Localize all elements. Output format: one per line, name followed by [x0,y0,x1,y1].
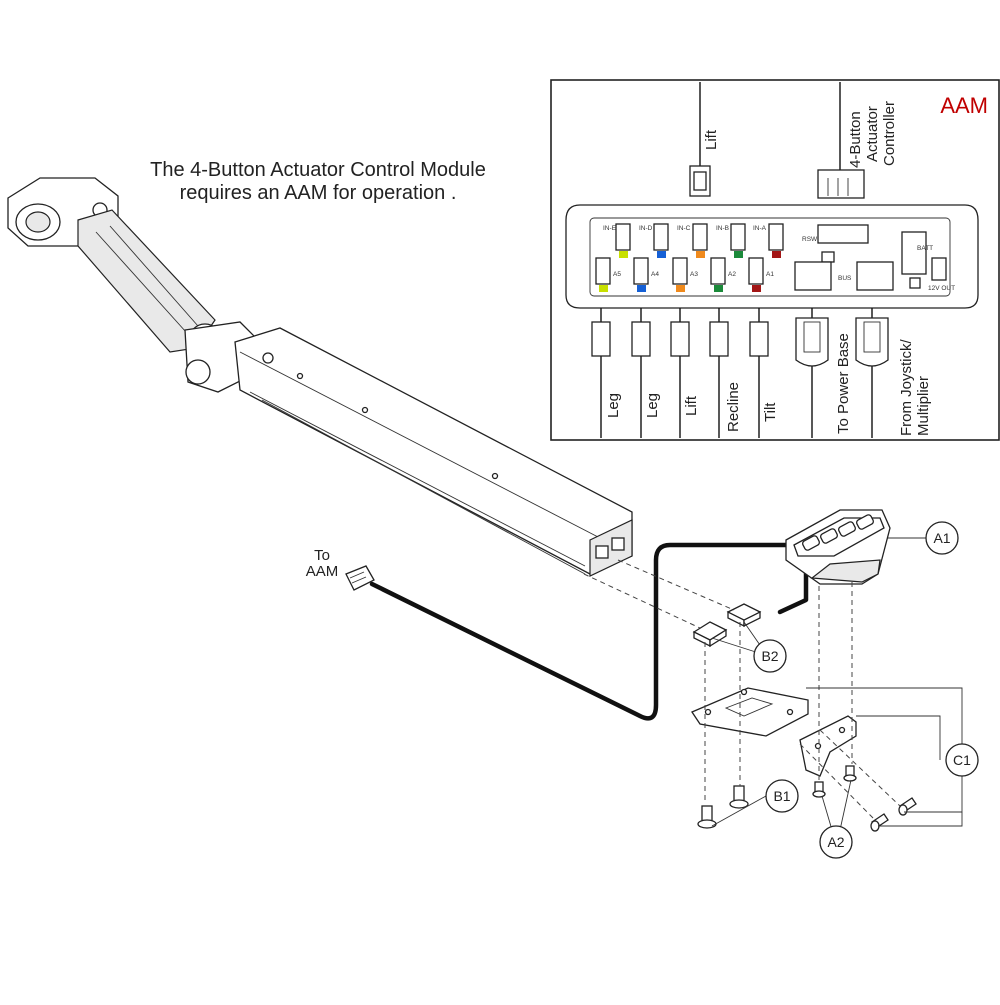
aam-output-multiplier: Multiplier [915,376,932,436]
aam-output-from-joystick: From Joystick/ [898,338,915,436]
port-label-a1: A1 [766,271,774,278]
aux-label-12v-out: 12V OUT [928,285,955,292]
note-line-2: requires an AAM for operation . [180,182,457,204]
aam-input-lift: Lift [703,129,720,150]
aam-bottom-ports: A5 A4 A3 A2 A1 [595,257,774,292]
aux-label-bus: BUS [838,275,852,282]
port-label-a2: A2 [728,271,736,278]
aam-output-lift: Lift [683,395,700,416]
mounting-arm [7,177,633,577]
callout-b2-text: B2 [761,648,778,664]
callout-a1: A1 [925,521,959,555]
note-line-1: The 4-Button Actuator Control Module [150,159,486,181]
callout-c1: C1 [945,743,979,777]
callout-c1-text: C1 [953,752,971,768]
aam-output-leads [591,308,889,438]
aam-input-controller: Controller [881,101,898,166]
aam-output-leg-2: Leg [644,393,661,418]
aux-label-batt: BATT [917,245,933,252]
aam-output-tilt: Tilt [762,402,779,422]
port-label-a4: A4 [651,271,659,278]
callout-a1-text: A1 [933,530,950,546]
alignment-lines [583,559,901,821]
callout-b2: B2 [753,639,787,673]
aam-output-recline: Recline [725,382,742,432]
four-button-module [785,509,891,585]
port-label-in-b: IN-B [716,225,729,232]
callout-a2: A2 [819,825,853,859]
cable-connector [345,565,375,591]
aux-label-rsw: RSW [802,236,818,243]
bracket-assembly [691,687,857,777]
to-aam-label-line-1: To [314,547,330,564]
aam-input-actuator: Actuator [864,106,881,162]
port-label-a5: A5 [613,271,621,278]
aam-output-to-power-base: To Power Base [835,333,852,434]
aam-top-ports: IN-E IN-D IN-C IN-B IN-A [603,223,784,258]
port-label-in-c: IN-C [677,225,691,232]
callout-b1-text: B1 [773,788,790,804]
callout-b1: B1 [765,779,799,813]
pads [692,603,762,648]
port-label-in-e: IN-E [603,225,617,232]
port-label-in-a: IN-A [753,225,767,232]
leader-lines [711,537,963,831]
aam-output-leg-1: Leg [605,393,622,418]
to-aam-label-line-2: AAM [306,563,339,580]
callout-a2-text: A2 [827,834,844,850]
port-label-in-d: IN-D [639,225,653,232]
aam-input-4button: 4-Button [847,111,864,168]
port-label-a3: A3 [690,271,698,278]
screws [697,765,917,832]
aam-title: AAM [940,93,988,118]
aam-panel: AAM Lift 4-Button Actuator Controller IN… [550,79,1000,441]
aam-aux-connectors: RSW BUS BATT 12V OUT [794,224,955,292]
